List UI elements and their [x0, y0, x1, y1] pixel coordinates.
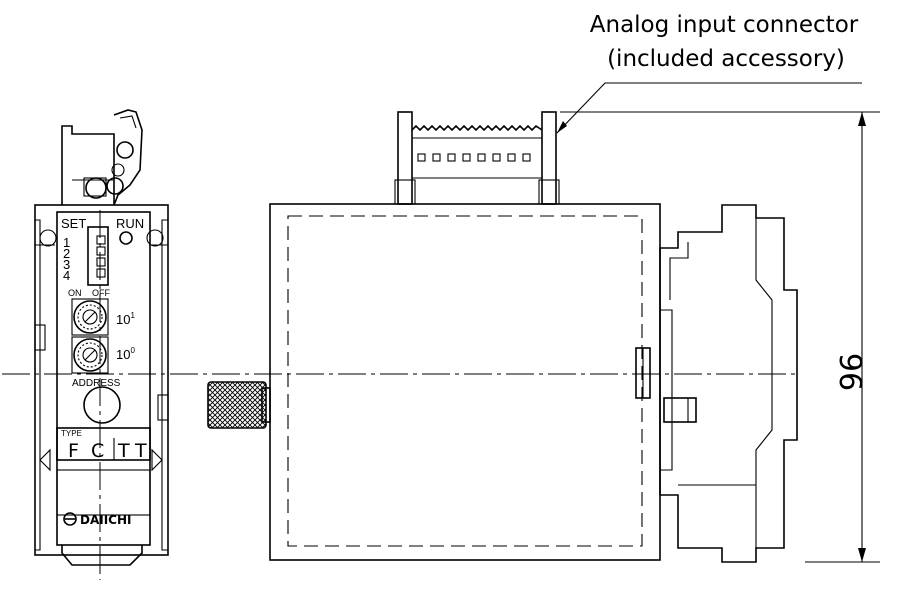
callout: Analog input connector (included accesso…	[556, 12, 862, 134]
run-led	[119, 231, 133, 245]
dimension-arrow-top	[858, 112, 866, 126]
set-label: SET	[61, 216, 86, 231]
dip-number-1: 1	[63, 235, 70, 250]
brand-name: DAIICHI	[80, 513, 132, 527]
dimension-value: 96	[832, 353, 867, 391]
type-letter-2: C	[91, 440, 104, 462]
hidden-outline	[287, 215, 643, 547]
off-label: OFF	[92, 288, 110, 298]
front-view: SET RUN 1 2 3 4 ON OFF 101	[34, 109, 169, 580]
callout-line-2: (included accessory)	[607, 46, 845, 72]
run-label: RUN	[116, 216, 144, 231]
address-label: ADDRESS	[72, 378, 121, 389]
on-label: ON	[68, 288, 82, 298]
knurled-knob-icon[interactable]	[207, 381, 271, 429]
dip-number-2: 2	[63, 246, 70, 261]
bottom-latch	[61, 545, 143, 566]
round-button[interactable]	[83, 386, 121, 424]
main-housing	[269, 203, 661, 561]
rotary-switch-icon[interactable]	[71, 298, 109, 336]
type-label: TYPE	[61, 429, 82, 438]
front-face-plate	[56, 211, 151, 546]
type-letter-1: F	[68, 440, 79, 462]
dip-switch-icon[interactable]	[87, 226, 109, 286]
dip-number-3: 3	[63, 257, 70, 272]
leader-arrowhead	[557, 121, 567, 133]
din-mount-profile	[659, 204, 798, 563]
type-panel	[56, 427, 151, 461]
rotary-ones-label: 100	[116, 346, 135, 362]
callout-leader	[556, 82, 862, 134]
dip-number-4: 4	[63, 268, 70, 283]
rotary-tens-label: 101	[116, 311, 135, 327]
side-view	[207, 111, 661, 561]
top-latch	[61, 109, 143, 206]
dimension-arrow-bottom	[858, 548, 866, 562]
rotary-switch-icon[interactable]	[71, 336, 109, 374]
callout-line-1: Analog input connector	[590, 12, 859, 38]
din-clip	[663, 397, 697, 423]
brand-logo-icon	[56, 469, 151, 526]
type-letter-4: T	[134, 440, 147, 462]
analog-input-connector	[394, 111, 560, 205]
dimension-96: 96	[560, 111, 880, 563]
type-letter-3: T	[117, 440, 130, 462]
